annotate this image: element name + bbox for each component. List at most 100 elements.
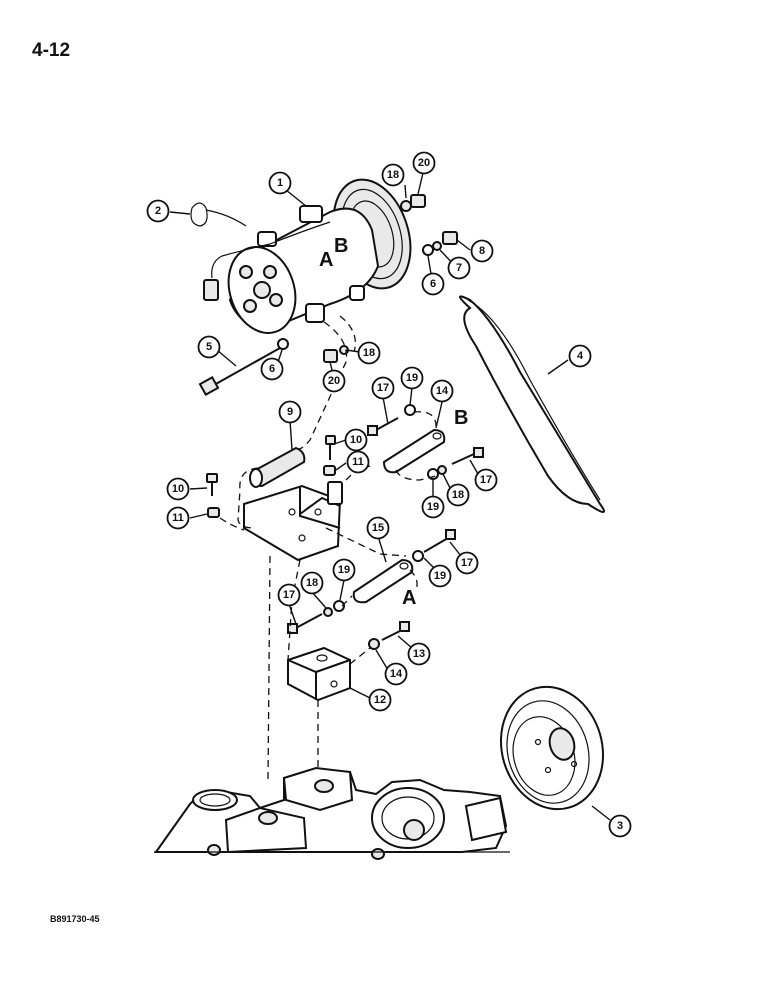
callout-9: 9 bbox=[278, 400, 302, 424]
lockwasher-19-lower-right bbox=[412, 550, 424, 562]
nut-8 bbox=[442, 231, 458, 245]
svg-text:19: 19 bbox=[338, 564, 350, 576]
washer-14 bbox=[368, 638, 380, 650]
bolt-10-left bbox=[206, 473, 218, 496]
callout-8: 8 bbox=[470, 239, 494, 263]
callout-17-right: 17 bbox=[474, 468, 498, 492]
svg-text:9: 9 bbox=[287, 406, 293, 418]
svg-text:13: 13 bbox=[413, 648, 425, 660]
callout-19-lower: 19 bbox=[332, 558, 356, 582]
svg-text:5: 5 bbox=[206, 341, 212, 353]
svg-text:11: 11 bbox=[352, 456, 364, 468]
callout-2: 2 bbox=[146, 199, 170, 223]
lockwasher-7 bbox=[432, 241, 442, 251]
svg-text:2: 2 bbox=[155, 205, 161, 217]
svg-text:10: 10 bbox=[172, 483, 184, 495]
lockwasher-19-right bbox=[427, 468, 439, 480]
callout-5: 5 bbox=[197, 335, 221, 359]
svg-text:6: 6 bbox=[430, 278, 436, 290]
svg-text:6: 6 bbox=[269, 363, 275, 375]
svg-text:12: 12 bbox=[374, 694, 386, 706]
svg-text:3: 3 bbox=[617, 820, 623, 832]
svg-text:8: 8 bbox=[479, 245, 485, 257]
svg-text:18: 18 bbox=[363, 347, 375, 359]
svg-text:A: A bbox=[402, 587, 416, 609]
nut-20-lower bbox=[323, 349, 338, 363]
svg-text:14: 14 bbox=[436, 385, 449, 397]
spacer-block bbox=[287, 646, 351, 702]
callout-15-upper: 14 bbox=[430, 379, 454, 403]
callout-6-upper: 6 bbox=[421, 272, 445, 296]
lockwasher-19-upper bbox=[404, 404, 416, 416]
callout-10-left: 10 bbox=[166, 477, 190, 501]
svg-text:B: B bbox=[454, 407, 468, 429]
svg-text:4: 4 bbox=[577, 350, 584, 362]
svg-text:19: 19 bbox=[427, 501, 439, 513]
svg-text:10: 10 bbox=[350, 434, 362, 446]
mounting-bracket bbox=[243, 446, 343, 562]
svg-text:14: 14 bbox=[390, 668, 403, 680]
drive-belt bbox=[459, 295, 605, 513]
callout-10-upper: 10 bbox=[344, 428, 368, 452]
engine-front bbox=[154, 766, 510, 860]
callout-3: 3 bbox=[608, 814, 632, 838]
svg-text:20: 20 bbox=[328, 375, 340, 387]
callout-11-upper: 11 bbox=[346, 450, 370, 474]
nut-11-upper bbox=[323, 465, 336, 476]
svg-text:1: 1 bbox=[277, 177, 283, 189]
svg-text:19: 19 bbox=[406, 372, 418, 384]
svg-text:18: 18 bbox=[306, 577, 318, 589]
callout-18-right: 18 bbox=[446, 483, 470, 507]
callout-20-lower: 20 bbox=[322, 369, 346, 393]
nut-18-upper bbox=[400, 200, 412, 212]
bolt-13 bbox=[381, 621, 410, 641]
svg-text:17: 17 bbox=[377, 382, 389, 394]
callout-18-upper: 18 bbox=[381, 163, 405, 187]
adjusting-link-upper: B bbox=[382, 407, 468, 474]
figure-code: B891730-45 bbox=[50, 914, 100, 924]
adjusting-link-lower: A bbox=[352, 558, 416, 609]
svg-text:17: 17 bbox=[461, 557, 473, 569]
callout-17-upper: 17 bbox=[371, 376, 395, 400]
svg-text:19: 19 bbox=[434, 570, 446, 582]
crankshaft-pulley bbox=[499, 685, 605, 811]
washer-6-lower bbox=[277, 338, 289, 350]
callout-20-upper: 20 bbox=[412, 151, 436, 175]
callout-17-lower-right: 17 bbox=[455, 551, 479, 575]
callout-6-lower: 6 bbox=[260, 357, 284, 381]
callout-14: 14 bbox=[384, 662, 408, 686]
callout-13: 13 bbox=[407, 642, 431, 666]
bolt-10-upper bbox=[325, 435, 336, 460]
bolt-17-upper bbox=[367, 417, 399, 436]
washer-18-lower bbox=[323, 607, 333, 617]
callout-17-lower-left: 17 bbox=[277, 583, 301, 607]
washer-18-right bbox=[437, 465, 447, 475]
callout-11-left: 11 bbox=[166, 506, 190, 530]
washer-6 bbox=[422, 244, 434, 256]
bolt-17-lower-left bbox=[287, 613, 323, 634]
bolt-5 bbox=[198, 347, 281, 397]
svg-text:7: 7 bbox=[456, 262, 462, 274]
svg-text:11: 11 bbox=[172, 512, 184, 524]
callout-7: 7 bbox=[447, 256, 471, 280]
callout-15-lower: 15 bbox=[366, 516, 390, 540]
callout-19-right: 19 bbox=[421, 495, 445, 519]
svg-text:B: B bbox=[334, 235, 348, 257]
bolt-17-lower-right bbox=[423, 529, 456, 553]
callout-19-upper: 19 bbox=[400, 366, 424, 390]
nut-11-left bbox=[207, 507, 220, 518]
bolt-17-right-upper bbox=[451, 447, 484, 465]
callout-18-middle: 18 bbox=[357, 341, 381, 365]
svg-text:20: 20 bbox=[418, 157, 430, 169]
compressor: A B bbox=[203, 178, 412, 334]
callout-19-lower-right: 19 bbox=[428, 564, 452, 588]
callout-1: 1 bbox=[268, 171, 292, 195]
svg-text:17: 17 bbox=[283, 589, 295, 601]
svg-text:18: 18 bbox=[387, 169, 399, 181]
callout-4: 4 bbox=[568, 344, 592, 368]
tie-strap bbox=[190, 202, 247, 227]
nut-20-upper bbox=[410, 194, 426, 208]
svg-text:A: A bbox=[319, 249, 333, 271]
callout-18-lower: 18 bbox=[300, 571, 324, 595]
